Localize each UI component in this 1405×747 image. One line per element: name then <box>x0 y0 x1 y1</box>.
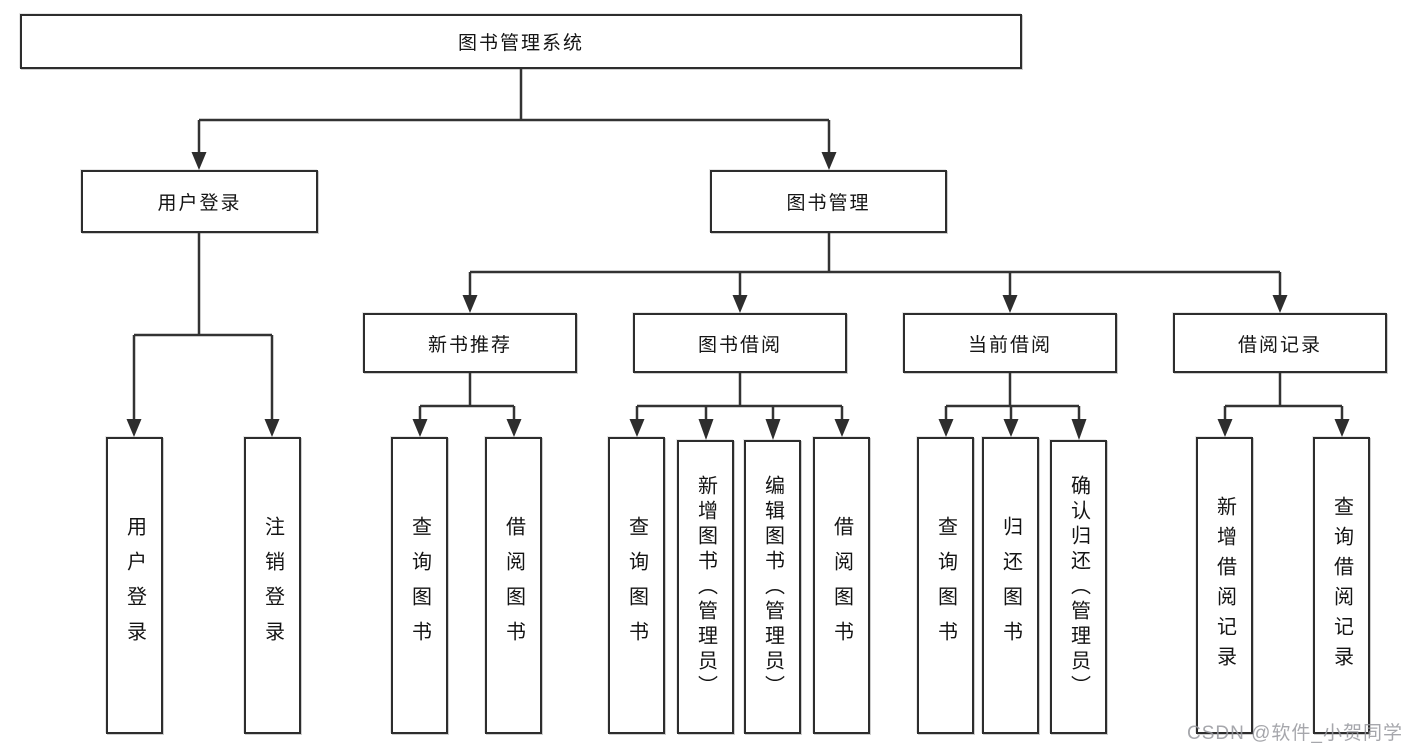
leaf-label: 编辑图书（管理员） <box>761 474 784 700</box>
leaf-label: 借阅图书 <box>830 515 853 656</box>
leaf-user-login: 用户登录 <box>106 437 163 734</box>
node-book-borrow: 图书借阅 <box>633 313 847 373</box>
connector-book-management-to-level3 <box>468 233 1282 300</box>
connector-borrow-to-leaves <box>635 373 844 424</box>
node-label: 新书推荐 <box>427 334 512 356</box>
leaf-borrow-borrow-book: 借阅图书 <box>813 437 870 734</box>
leaf-label: 查询图书 <box>625 515 648 656</box>
leaf-label: 归还图书 <box>999 515 1022 656</box>
node-new-book-recommend: 新书推荐 <box>363 313 577 373</box>
leaf-label: 借阅图书 <box>502 515 525 656</box>
leaf-label: 查询图书 <box>934 515 957 656</box>
leaf-records-query-record: 查询借阅记录 <box>1313 437 1370 734</box>
node-label: 当前借阅 <box>967 334 1052 356</box>
connector-current-to-leaves <box>944 373 1081 424</box>
leaf-borrow-edit-book-admin: 编辑图书（管理员） <box>744 440 801 734</box>
leaf-logout: 注销登录 <box>244 437 301 734</box>
connector-root-to-level2 <box>197 69 831 158</box>
node-root-library-system: 图书管理系统 <box>20 14 1022 69</box>
node-label: 图书借阅 <box>697 334 782 356</box>
arrowhead-icons <box>126 152 1350 440</box>
node-current-borrow: 当前借阅 <box>903 313 1117 373</box>
leaf-newbooks-borrow-book: 借阅图书 <box>485 437 542 734</box>
leaf-borrow-add-book-admin: 新增图书（管理员） <box>677 440 734 734</box>
leaf-label: 用户登录 <box>123 515 146 656</box>
connector-user-login-to-leaves <box>132 233 274 424</box>
node-label: 图书管理 <box>786 193 871 214</box>
leaf-label: 查询借阅记录 <box>1330 495 1353 676</box>
leaf-current-return-book: 归还图书 <box>982 437 1039 734</box>
node-user-login: 用户登录 <box>81 170 318 233</box>
leaf-current-confirm-return-admin: 确认归还（管理员） <box>1050 440 1107 734</box>
leaf-newbooks-query-book: 查询图书 <box>391 437 448 734</box>
node-label: 借阅记录 <box>1237 334 1322 356</box>
leaf-label: 新增借阅记录 <box>1213 495 1236 676</box>
node-label: 图书管理系统 <box>457 33 584 54</box>
connector-records-to-leaves <box>1223 373 1344 424</box>
node-book-management: 图书管理 <box>710 170 947 233</box>
leaf-current-query-book: 查询图书 <box>917 437 974 734</box>
leaf-records-add-record: 新增借阅记录 <box>1196 437 1253 734</box>
leaf-label: 新增图书（管理员） <box>694 474 717 700</box>
leaf-label: 查询图书 <box>408 515 431 656</box>
leaf-borrow-query-book: 查询图书 <box>608 437 665 734</box>
leaf-label: 确认归还（管理员） <box>1067 474 1090 700</box>
node-borrow-records: 借阅记录 <box>1173 313 1387 373</box>
leaf-label: 注销登录 <box>261 515 284 656</box>
csdn-watermark: CSDN @软件_小贺同学 <box>1187 723 1403 744</box>
node-label: 用户登录 <box>157 193 242 214</box>
connector-new-books-to-leaves <box>418 373 516 424</box>
